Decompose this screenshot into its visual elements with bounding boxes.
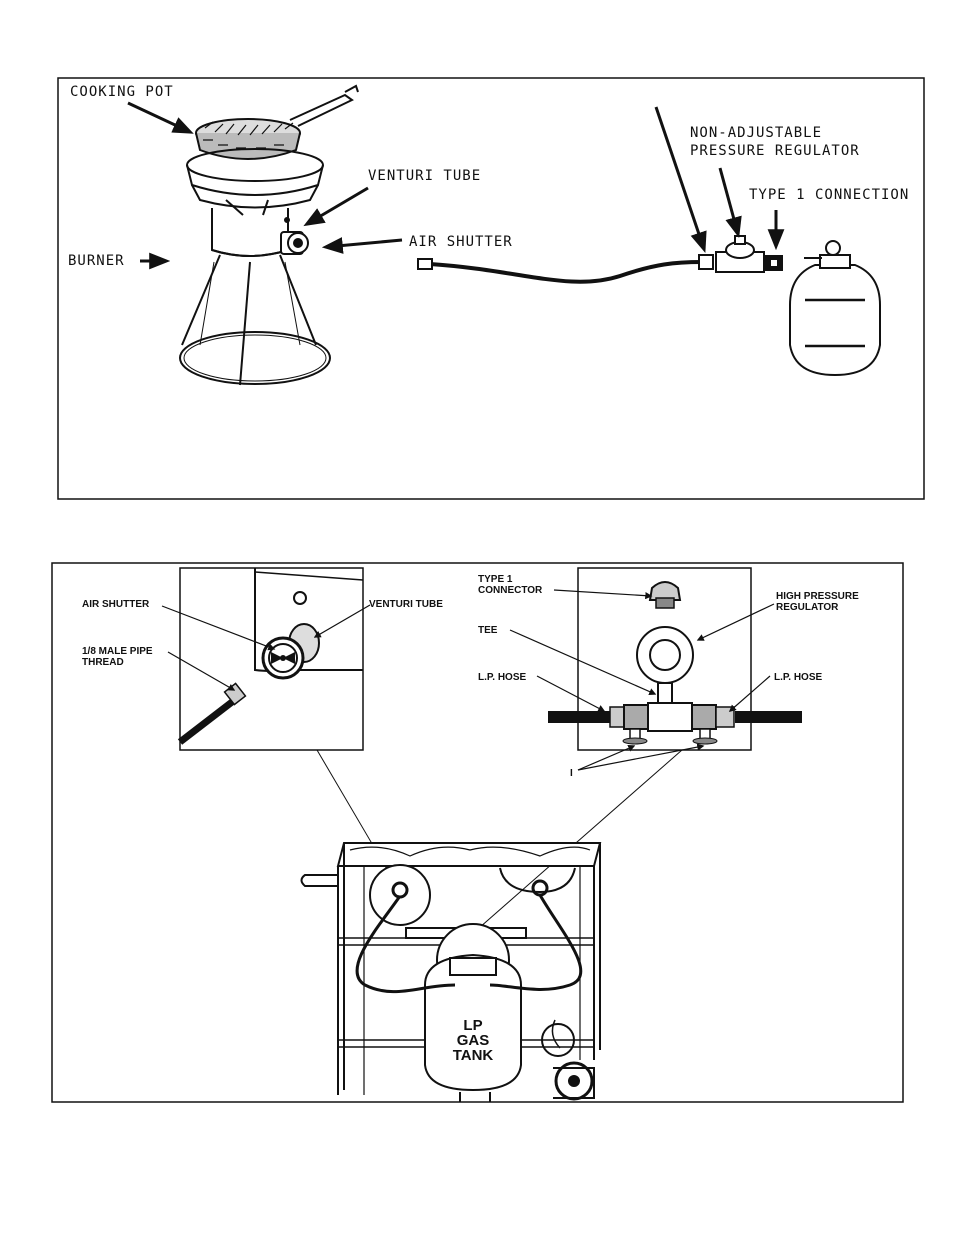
label-air-shutter-fig2: AIR SHUTTER [82, 599, 150, 610]
label-lp-hose-left: L.P. HOSE [478, 672, 526, 683]
label-venturi-tube-fig1: VENTURI TUBE [368, 168, 481, 184]
air-shutter-drawing [281, 218, 308, 254]
label-regulator-line1: NON-ADJUSTABLE [690, 125, 822, 141]
tank-label-line3: TANK [453, 1047, 494, 1064]
inset-air-shutter [180, 568, 363, 750]
label-lp-hose-right: L.P. HOSE [774, 672, 822, 683]
inset-regulator [548, 568, 802, 750]
label-type1-connection: TYPE 1 CONNECTION [749, 187, 909, 203]
label-pipe-thread-line2: THREAD [82, 657, 124, 668]
propane-tank-drawing [790, 241, 880, 375]
label-venturi-tube-fig2: VENTURI TUBE [369, 599, 443, 610]
regulator-drawing [716, 236, 782, 272]
label-regulator-line2: PRESSURE REGULATOR [690, 143, 860, 159]
label-valves-marker: I [570, 768, 573, 779]
double-burner-stove-drawing [302, 843, 601, 1102]
label-cooking-pot: COOKING POT [70, 84, 174, 100]
label-burner: BURNER [68, 253, 125, 269]
label-type1-connector-line2: CONNECTOR [478, 585, 543, 596]
label-tee: TEE [478, 625, 498, 636]
label-hp-regulator-line2: REGULATOR [776, 602, 839, 613]
label-air-shutter-fig1: AIR SHUTTER [409, 234, 513, 250]
label-pipe-thread-line1: 1/8 MALE PIPE [82, 646, 153, 657]
label-hp-regulator-line1: HIGH PRESSURE [776, 591, 859, 602]
lp-hose-drawing [430, 262, 702, 282]
label-type1-connector-line1: TYPE 1 [478, 574, 513, 585]
cooking-pot-drawing [187, 86, 358, 208]
burner-stand-drawing [180, 200, 330, 385]
